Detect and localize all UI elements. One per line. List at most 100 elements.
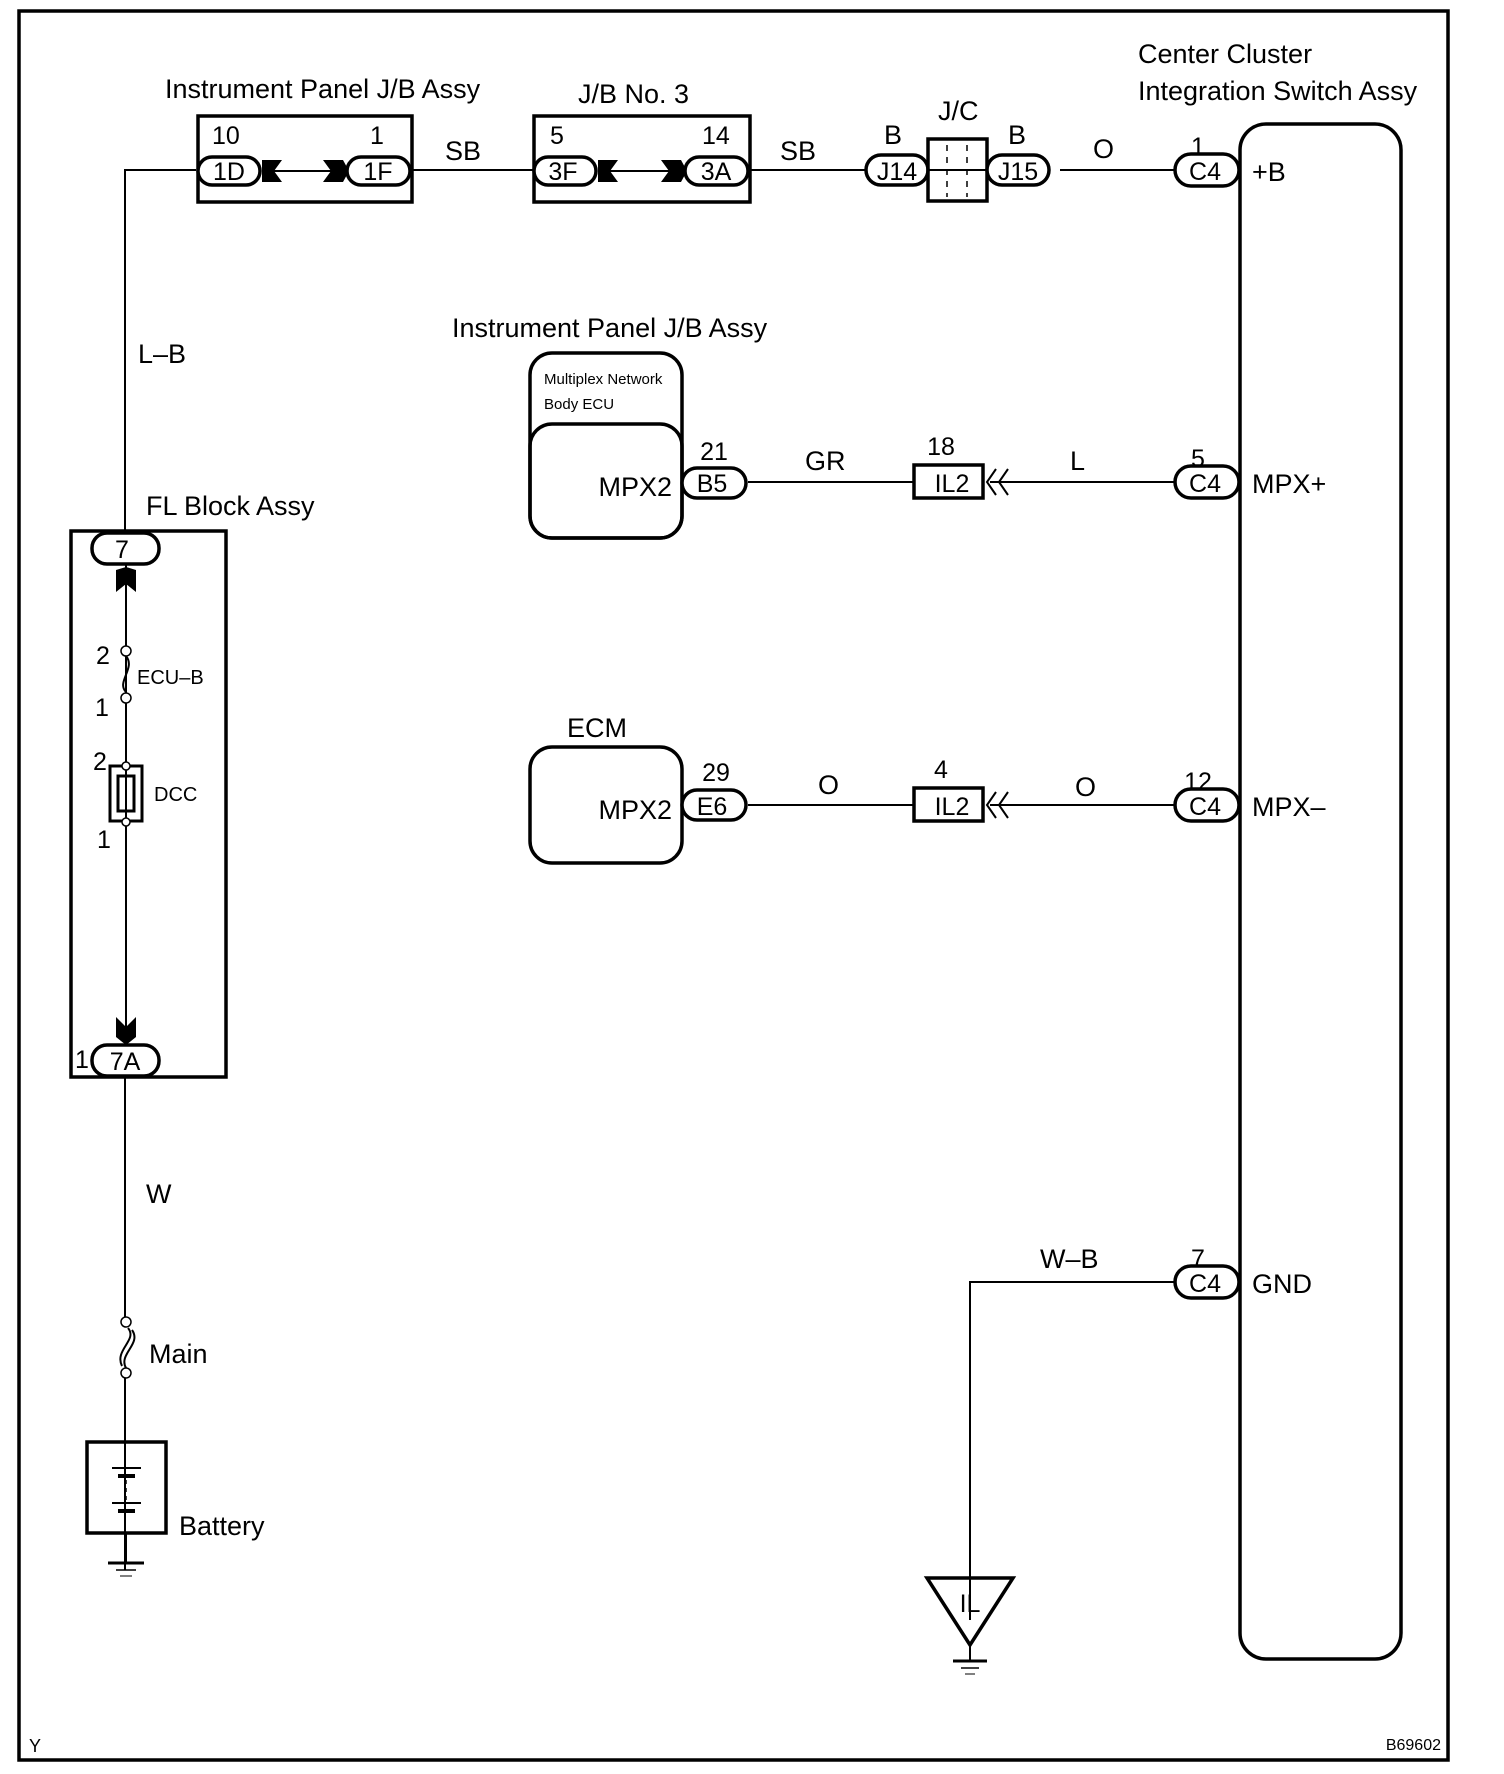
connector-label: 7: [115, 536, 129, 564]
jb-no3: J/B No. 3 5 14 3F 3A: [532, 79, 752, 204]
connector-arrow-icon: [323, 160, 349, 182]
fuse-terminal: [120, 1367, 132, 1379]
connector-1d[interactable]: [196, 155, 262, 187]
pin-label: 10: [212, 122, 240, 150]
fuse-terminal: [120, 692, 132, 704]
wire-label-w: W: [146, 1179, 172, 1209]
ground-label: IL: [960, 1590, 981, 1618]
ip-jb-top-title: Instrument Panel J/B Assy: [165, 74, 481, 104]
connector-c4[interactable]: [1173, 1264, 1241, 1300]
ip-jb-top-box: [196, 114, 414, 204]
corner-mark: Y: [29, 1736, 41, 1756]
connector-7[interactable]: [90, 531, 161, 566]
switch-title-line1: Center Cluster: [1138, 39, 1312, 69]
wire-label-sb-2: SB: [780, 136, 816, 166]
switch-assy: Center Cluster Integration Switch Assy: [1138, 39, 1418, 1661]
connector-label: J15: [998, 158, 1038, 186]
battery-label: Battery: [179, 1511, 265, 1541]
fl-block-title: FL Block Assy: [146, 491, 315, 521]
fuse-icon: [122, 655, 130, 693]
connector-1f[interactable]: [345, 155, 412, 187]
fuse-pin-label: 1: [97, 826, 111, 854]
connector-b5[interactable]: [680, 466, 748, 500]
il2-lower: 4 IL2: [912, 756, 1009, 823]
fuse-name-dcc: DCC: [154, 784, 197, 806]
il2-upper: 18 IL2: [912, 433, 1009, 500]
ground-il: IL: [923, 1576, 1017, 1675]
connector-c4[interactable]: [1173, 464, 1241, 500]
connector-label: J14: [877, 158, 917, 186]
connector-arrow-icon: [661, 160, 687, 182]
wire-label-wb: W–B: [1040, 1244, 1099, 1274]
fuse-terminal: [121, 761, 131, 771]
junction-connector: J/C B B J14 J15: [864, 96, 1051, 203]
connector-c4[interactable]: [1173, 787, 1241, 823]
pin-label: 14: [702, 122, 730, 150]
wire-lb: [124, 169, 196, 530]
wire-label-b-right: B: [1008, 120, 1026, 150]
fuse-pin-label: 1: [95, 694, 109, 722]
connector-label: C4: [1189, 158, 1221, 186]
ground-triangle-icon: [923, 1576, 1017, 1649]
jc-title: J/C: [938, 96, 979, 126]
pin-label: 21: [700, 438, 728, 466]
main-fuse-label: Main: [149, 1339, 208, 1369]
body-ecu-title-line1: Multiplex Network: [544, 371, 663, 388]
terminal-name: MPX–: [1252, 792, 1326, 822]
wire-label-l: L: [1070, 446, 1085, 476]
fuse-pin-label: 2: [96, 642, 110, 670]
switch-assy-body: [1238, 122, 1403, 1661]
connector-3f[interactable]: [532, 155, 598, 187]
connector-e6[interactable]: [680, 788, 748, 822]
fuse-terminal: [120, 645, 132, 657]
connector-c4[interactable]: [1173, 152, 1241, 188]
switch-title-line2: Integration Switch Assy: [1138, 76, 1418, 106]
connector-label: E6: [697, 793, 728, 821]
connector-label: 3F: [548, 158, 577, 186]
terminal-name: MPX2: [598, 795, 672, 825]
fuse-name-ecub: ECU–B: [137, 667, 204, 689]
ip-jb-mid: Instrument Panel J/B Assy Multiplex Netw…: [452, 313, 768, 540]
main-fuse-icon: [119, 1327, 136, 1369]
jb3-box: [532, 114, 752, 204]
connector-label: 3A: [701, 158, 732, 186]
connector-label: C4: [1189, 793, 1221, 821]
battery: Battery: [85, 1440, 265, 1577]
connector-il2-upper[interactable]: [912, 463, 985, 500]
pin-label: 29: [702, 759, 730, 787]
connector-3a[interactable]: [683, 155, 750, 187]
ecm-title: ECM: [567, 713, 627, 743]
jb3-title: J/B No. 3: [578, 79, 689, 109]
connector-label: 1F: [363, 158, 392, 186]
pin-label: 18: [927, 433, 955, 461]
wire-label-o-mpxm-left: O: [818, 770, 839, 800]
diagram-frame: [17, 9, 1450, 1762]
connector-chevron-icon: [985, 791, 1009, 819]
connector-label: C4: [1189, 1270, 1221, 1298]
connector-chevron-icon: [985, 468, 1009, 496]
ip-jb-mid-title: Instrument Panel J/B Assy: [452, 313, 768, 343]
wire-label-o-mpxm-right: O: [1075, 772, 1096, 802]
main-fuse: Main: [119, 1316, 208, 1379]
connector-arrow-icon: [116, 1017, 136, 1045]
terminal-plus-b: 1C4+B: [1173, 133, 1286, 188]
connector-arrow-icon: [116, 567, 136, 592]
connector-label: C4: [1189, 470, 1221, 498]
ip-jb-top: Instrument Panel J/B Assy 10 1 1D 1F: [165, 74, 481, 204]
connector-label: B5: [697, 470, 728, 498]
connector-j15[interactable]: [985, 153, 1051, 187]
wire-label-lb: L–B: [138, 339, 186, 369]
connector-7a[interactable]: [90, 1043, 161, 1078]
figure-id: B69602: [1386, 1737, 1441, 1754]
wires: [124, 169, 1175, 1620]
connector-il2-lower[interactable]: [912, 786, 985, 823]
wire-wb: [969, 1281, 1175, 1620]
connector-label: 1D: [213, 158, 245, 186]
fl-block: FL Block Assy 7 2 ECU–B 1 2 DCC 1 1 7A: [69, 491, 315, 1079]
fuse-terminal: [121, 817, 131, 827]
connector-label: 7A: [110, 1048, 141, 1076]
connector-label: IL2: [935, 470, 970, 498]
wire-label-gr: GR: [805, 446, 846, 476]
